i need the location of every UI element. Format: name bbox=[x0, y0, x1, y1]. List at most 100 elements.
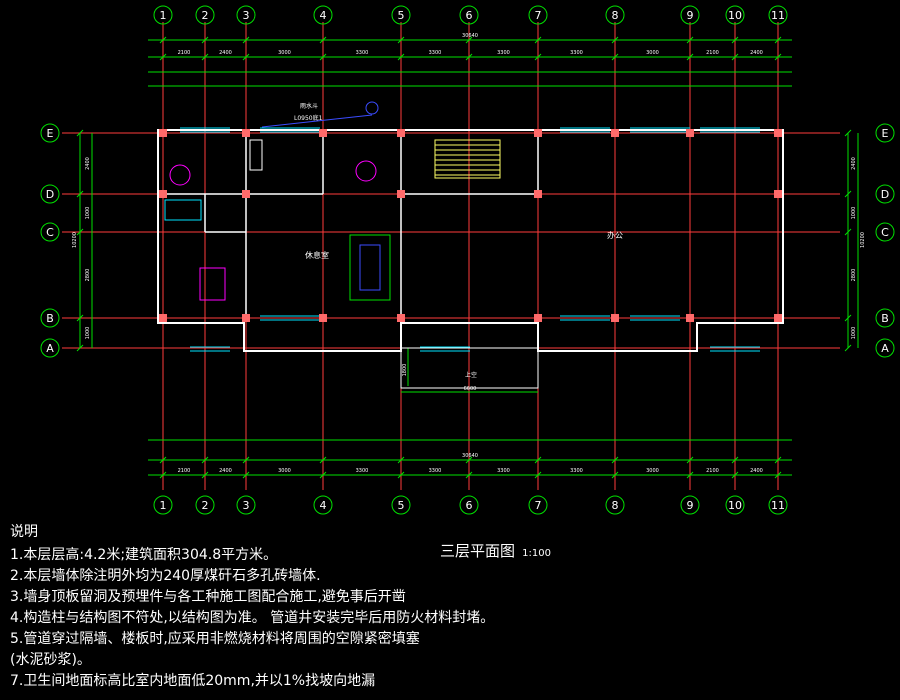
column bbox=[159, 190, 167, 198]
dim-side-span: 2800 bbox=[851, 269, 857, 282]
dim-tick bbox=[465, 471, 473, 479]
dim-span-top: 3300 bbox=[570, 50, 583, 56]
column bbox=[534, 314, 542, 322]
column bbox=[159, 314, 167, 322]
axis-bubble-E bbox=[40, 123, 60, 143]
axis-label-7: 7 bbox=[535, 499, 542, 512]
dim-tick bbox=[844, 129, 852, 137]
axis-label-10: 10 bbox=[728, 9, 742, 22]
dim-tick bbox=[397, 456, 405, 464]
axis-label-3: 3 bbox=[243, 499, 250, 512]
porch-note: 上空 bbox=[465, 371, 477, 379]
column bbox=[611, 129, 619, 137]
dim-tick bbox=[686, 456, 694, 464]
dim-tick bbox=[201, 53, 209, 61]
dim-tick bbox=[159, 36, 167, 44]
dim-span-top: 2100 bbox=[178, 50, 191, 56]
axis-bubble-10 bbox=[725, 495, 745, 515]
axis-bubble-1 bbox=[153, 5, 173, 25]
axis-label-5: 5 bbox=[398, 499, 405, 512]
exterior-wall bbox=[157, 129, 784, 352]
dim-tick bbox=[319, 36, 327, 44]
dim-side-total: 10200 bbox=[72, 232, 78, 248]
axis-label-A: A bbox=[46, 342, 54, 355]
coffee-table bbox=[359, 244, 381, 291]
porch-outline bbox=[400, 347, 539, 389]
axis-label-4: 4 bbox=[320, 9, 327, 22]
axis-label-2: 2 bbox=[202, 499, 209, 512]
dim-tick bbox=[731, 456, 739, 464]
dim-tick bbox=[611, 456, 619, 464]
axis-bubble-B bbox=[40, 308, 60, 328]
axis-bubble-C bbox=[40, 222, 60, 242]
axis-label-7: 7 bbox=[535, 9, 542, 22]
axis-bubble-A bbox=[875, 338, 895, 358]
dim-tick bbox=[319, 456, 327, 464]
column bbox=[534, 190, 542, 198]
drawing-title-name: 三层平面图 bbox=[440, 542, 516, 560]
note-item: 5.管道穿过隔墙、楼板时,应采用非燃烧材料将周围的空隙紧密填塞 bbox=[10, 631, 420, 647]
dim-span-top: 3300 bbox=[356, 50, 369, 56]
dim-tick bbox=[686, 471, 694, 479]
dim-tick bbox=[242, 471, 250, 479]
dim-span-bottom: 3300 bbox=[570, 468, 583, 474]
dim-tick bbox=[159, 456, 167, 464]
axis-bubble-7 bbox=[528, 495, 548, 515]
dim-tick bbox=[201, 36, 209, 44]
axis-bubble-2 bbox=[195, 5, 215, 25]
column bbox=[242, 129, 250, 137]
dim-tick bbox=[76, 314, 84, 322]
dim-tick bbox=[774, 471, 782, 479]
dim-tick bbox=[731, 471, 739, 479]
dim-tick bbox=[159, 471, 167, 479]
axis-label-5: 5 bbox=[398, 9, 405, 22]
dim-side-span: 1000 bbox=[85, 207, 91, 220]
axis-label-9: 9 bbox=[687, 499, 694, 512]
column bbox=[534, 129, 542, 137]
axis-label-10: 10 bbox=[728, 499, 742, 512]
axis-label-C: C bbox=[881, 226, 889, 239]
axis-label-6: 6 bbox=[466, 499, 473, 512]
axis-bubble-9 bbox=[680, 5, 700, 25]
dim-tick bbox=[611, 471, 619, 479]
dim-tick bbox=[465, 456, 473, 464]
axis-label-11: 11 bbox=[771, 499, 785, 512]
dim-tick bbox=[159, 53, 167, 61]
dim-side-span: 2400 bbox=[851, 157, 857, 170]
bathtub bbox=[169, 164, 191, 186]
dim-tick bbox=[397, 471, 405, 479]
axis-bubble-9 bbox=[680, 495, 700, 515]
dim-span-bottom: 3000 bbox=[278, 468, 291, 474]
dim-tick bbox=[201, 471, 209, 479]
dim-tick bbox=[242, 456, 250, 464]
axis-label-11: 11 bbox=[771, 9, 785, 22]
axis-label-6: 6 bbox=[466, 9, 473, 22]
dim-tick bbox=[844, 344, 852, 352]
stair bbox=[434, 139, 501, 179]
axis-bubble-4 bbox=[313, 5, 333, 25]
axis-label-E: E bbox=[47, 127, 54, 140]
dim-span-top: 2400 bbox=[750, 50, 763, 56]
column bbox=[397, 190, 405, 198]
column bbox=[397, 314, 405, 322]
axis-label-C: C bbox=[46, 226, 54, 239]
leader-label-1: 雨水斗 bbox=[300, 102, 318, 110]
dim-tick bbox=[611, 36, 619, 44]
axis-label-3: 3 bbox=[243, 9, 250, 22]
column bbox=[774, 129, 782, 137]
dim-tick bbox=[76, 228, 84, 236]
grid-lines bbox=[62, 22, 840, 490]
dim-tick bbox=[397, 53, 405, 61]
sofa-set bbox=[349, 234, 391, 301]
dim-tick bbox=[844, 314, 852, 322]
dim-tick bbox=[534, 36, 542, 44]
axis-bubble-2 bbox=[195, 495, 215, 515]
dim-span-bottom: 3300 bbox=[356, 468, 369, 474]
column bbox=[686, 314, 694, 322]
dim-tick bbox=[465, 36, 473, 44]
dim-span-bottom: 3300 bbox=[497, 468, 510, 474]
notes-title: 说明 bbox=[10, 524, 38, 540]
dim-tick bbox=[76, 344, 84, 352]
dim-tick bbox=[774, 36, 782, 44]
